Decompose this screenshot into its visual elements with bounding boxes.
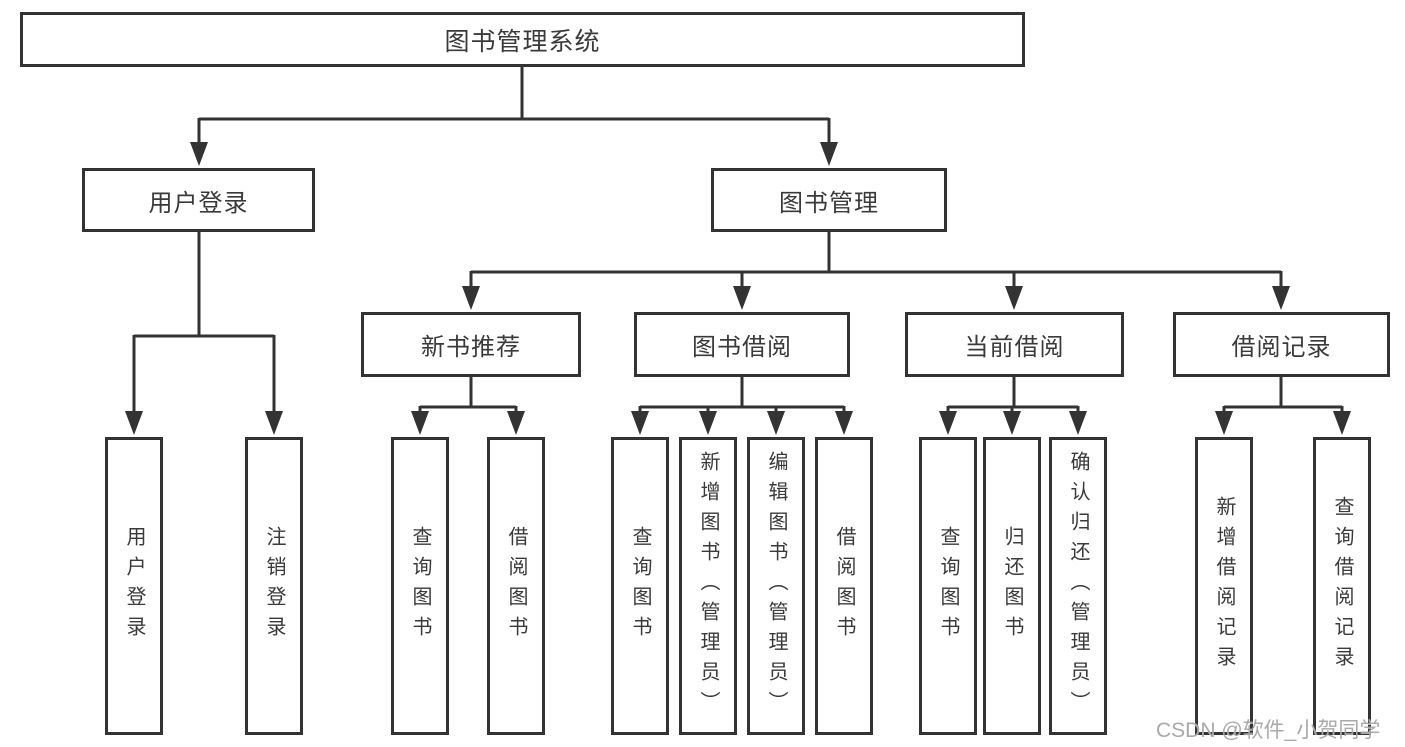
- node-root-library-system: 图书管理系统: [20, 12, 1025, 67]
- node-label: 用户登录: [148, 189, 249, 217]
- leaf-label: 确认归还（管理员）: [1067, 451, 1089, 721]
- leaf-logout: 注销登录: [245, 437, 303, 735]
- connector-new-book-recommend-to-leaves: [411, 377, 525, 435]
- leaf-label: 借阅图书: [833, 526, 855, 646]
- leaf-label: 查询图书: [409, 526, 431, 646]
- leaf-label: 归还图书: [1001, 526, 1023, 646]
- connector-user-login-to-leaves: [125, 232, 283, 435]
- leaf-current-query-books: 查询图书: [919, 437, 977, 735]
- csdn-watermark: CSDN @软件_小贺同学: [1156, 719, 1381, 742]
- leaf-recommend-query-books: 查询图书: [391, 437, 449, 735]
- leaf-label: 编辑图书（管理员）: [765, 451, 787, 721]
- leaf-label: 用户登录: [123, 526, 145, 646]
- leaf-borrow-add-books-admin: 新增图书（管理员）: [679, 437, 737, 735]
- leaf-label: 查询图书: [937, 526, 959, 646]
- node-new-book-recommend: 新书推荐: [361, 312, 581, 377]
- leaf-current-return-books: 归还图书: [983, 437, 1041, 735]
- node-label: 新书推荐: [421, 334, 521, 361]
- leaf-records-query-record: 查询借阅记录: [1313, 437, 1371, 735]
- connector-current-borrow-to-leaves: [939, 377, 1087, 435]
- leaf-label: 查询图书: [629, 526, 651, 646]
- node-label: 图书管理系统: [444, 27, 601, 56]
- leaf-user-login: 用户登录: [105, 437, 163, 735]
- connector-root-to-level2: [190, 66, 838, 166]
- node-label: 借阅记录: [1231, 334, 1332, 361]
- leaf-label: 新增借阅记录: [1213, 496, 1235, 676]
- node-label: 图书借阅: [692, 334, 792, 361]
- leaf-label: 新增图书（管理员）: [697, 451, 719, 721]
- leaf-label: 注销登录: [263, 526, 285, 646]
- node-book-borrow: 图书借阅: [634, 312, 850, 377]
- node-label: 图书管理: [779, 189, 879, 217]
- leaf-recommend-borrow-books: 借阅图书: [487, 437, 545, 735]
- connector-book-borrow-to-leaves: [631, 377, 853, 435]
- leaf-borrow-edit-books-admin: 编辑图书（管理员）: [747, 437, 805, 735]
- leaf-records-add-record: 新增借阅记录: [1195, 437, 1253, 735]
- node-user-login: 用户登录: [82, 168, 315, 232]
- node-label: 当前借阅: [964, 334, 1065, 361]
- leaf-current-confirm-return-admin: 确认归还（管理员）: [1049, 437, 1107, 735]
- node-book-management: 图书管理: [711, 168, 947, 232]
- node-borrow-records: 借阅记录: [1173, 312, 1390, 377]
- leaf-borrow-query-books: 查询图书: [611, 437, 669, 735]
- leaf-borrow-borrow-books: 借阅图书: [815, 437, 873, 735]
- connector-borrow-records-to-leaves: [1215, 377, 1351, 435]
- leaf-label: 借阅图书: [505, 526, 527, 646]
- leaf-label: 查询借阅记录: [1331, 496, 1353, 676]
- node-current-borrow: 当前借阅: [905, 312, 1124, 377]
- connector-book-management-to-level3: [462, 232, 1290, 310]
